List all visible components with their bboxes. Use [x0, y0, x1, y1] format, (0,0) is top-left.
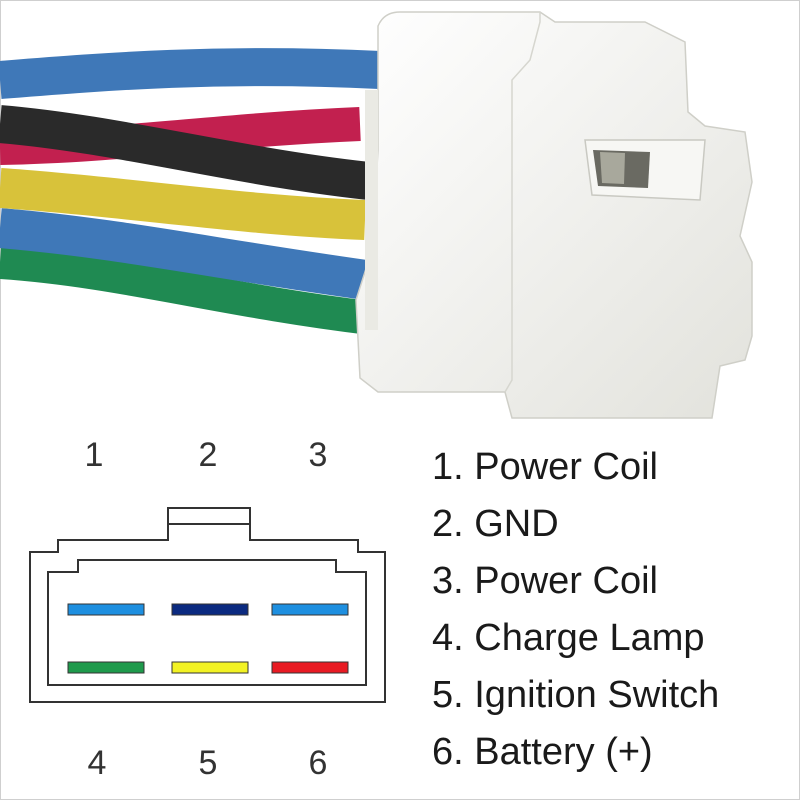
pin-number-1: 1: [84, 436, 104, 474]
pin-number-3: 3: [308, 436, 328, 474]
pin-legend: 1. Power Coil 2. GND 3. Power Coil 4. Ch…: [432, 442, 719, 784]
pin-1-bar: [67, 603, 145, 616]
wire-blue-bottom: [0, 208, 383, 302]
wire-green: [0, 245, 373, 335]
wire-yellow: [0, 168, 366, 240]
legend-item-2: 2. GND: [432, 503, 559, 545]
latch-tab: [167, 508, 251, 540]
pin-number-6: 6: [308, 744, 328, 782]
pin-6-bar: [271, 661, 349, 674]
legend-item-3: 3. Power Coil: [432, 560, 658, 602]
pin-2-bar: [171, 603, 249, 616]
pin-5-bar: [171, 661, 249, 674]
legend-item-4: 4. Charge Lamp: [432, 617, 705, 659]
legend-item-1: 1. Power Coil: [432, 446, 658, 488]
pin-number-5: 5: [198, 744, 218, 782]
pin-3-bar: [271, 603, 349, 616]
legend-item-6: 6. Battery (+): [432, 731, 653, 773]
pin-number-2: 2: [198, 436, 218, 474]
connector-photo: [0, 11, 753, 419]
wire-blue-top: [0, 48, 381, 99]
pin-4-bar: [67, 661, 145, 674]
connector-housing: [355, 11, 753, 419]
connector-outline-inner: [47, 559, 367, 686]
legend-item-5: 5. Ignition Switch: [432, 674, 720, 716]
wire-black: [0, 105, 380, 201]
pinout-diagram: [29, 507, 386, 703]
pin-number-4: 4: [87, 744, 107, 782]
